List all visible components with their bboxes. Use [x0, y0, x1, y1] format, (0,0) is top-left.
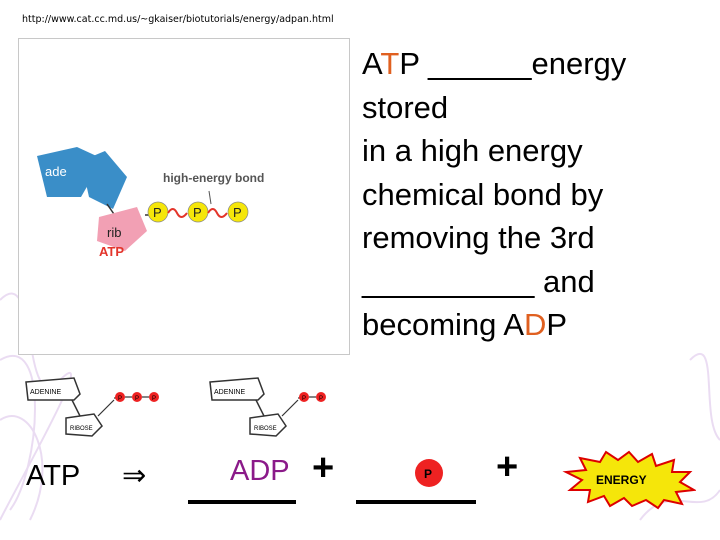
energy-burst: ENERGY — [562, 450, 696, 510]
text-line-6: __________ and — [362, 263, 595, 299]
rib-label: rib — [107, 225, 121, 240]
small-atp-molecule: ADENINE RIBOSE P P P — [25, 377, 159, 437]
high-energy-bond-1 — [167, 208, 188, 218]
phosphate-2-label: P — [193, 205, 202, 220]
small-adp-molecule: ADENINE RIBOSE P P — [209, 377, 326, 437]
text-line-5: removing the 3rd — [362, 220, 595, 255]
text-line-4: chemical bond by — [362, 176, 604, 212]
ribose-label: RIBOSE — [70, 426, 93, 432]
phosphate-label: P — [152, 396, 156, 402]
phosphate-label: P — [302, 396, 306, 402]
phosphate-1-label: P — [153, 205, 162, 220]
blank-line-1 — [188, 500, 296, 504]
ribose-label: RIBOSE — [254, 426, 277, 432]
source-url: http://www.cat.cc.md.us/~gkaiser/biotuto… — [22, 14, 334, 25]
atp-figure: ade rib P P P high-energy bond ATP — [18, 38, 350, 355]
ribose-pentagon — [97, 207, 147, 251]
adenine-second-ring — [81, 151, 127, 209]
blank-line-2 — [356, 500, 476, 504]
plus-sign-1: + — [312, 447, 335, 489]
phosphate-circle-label: P — [424, 467, 432, 481]
equation-atp: ATP — [26, 460, 81, 492]
high-energy-bond-label: high-energy bond — [163, 171, 264, 185]
ade-label: ade — [45, 164, 67, 179]
text-line-1: ATP ______energy — [362, 46, 627, 81]
phosphate-circle: P — [415, 459, 443, 487]
plus-sign-2: + — [496, 446, 519, 488]
phosphate-label: P — [135, 396, 139, 402]
text-line-2: stored — [362, 89, 449, 125]
atp-figure-label: ATP — [99, 244, 124, 259]
main-text: ATP ______energy stored in a high energy… — [362, 42, 712, 347]
energy-label: ENERGY — [596, 473, 647, 487]
adenine-label: ADENINE — [214, 389, 245, 396]
phosphate-3-label: P — [233, 205, 242, 220]
phosphate-label: P — [319, 396, 323, 402]
arrow-icon: ⇒ — [122, 460, 147, 492]
adenine-label: ADENINE — [30, 389, 61, 396]
text-line-3: in a high energy — [362, 133, 583, 168]
text-line-7: becoming ADP — [362, 307, 568, 342]
energy-starburst — [562, 450, 696, 510]
high-energy-bond-2 — [207, 208, 228, 218]
equation-adp: ADP — [230, 455, 290, 487]
atp-diagram: ade rib P P P high-energy bond ATP — [37, 147, 264, 259]
phosphate-label: P — [118, 396, 122, 402]
